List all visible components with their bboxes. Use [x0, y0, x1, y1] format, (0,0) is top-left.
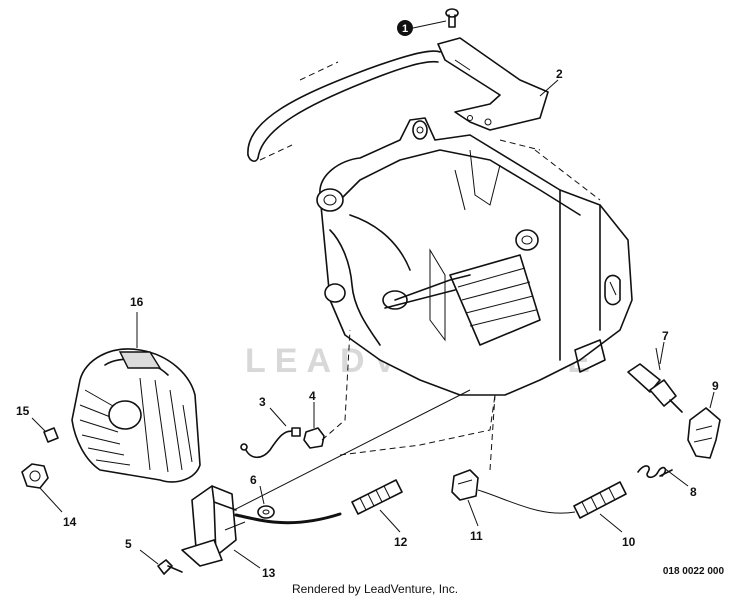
part-6-grommet: 6: [250, 473, 275, 519]
callout-5: 5: [125, 537, 132, 551]
callout-8: 8: [690, 485, 697, 499]
callout-15: 15: [16, 404, 30, 418]
callout-13: 13: [262, 566, 276, 580]
callout-3: 3: [259, 395, 266, 409]
callout-12: 12: [394, 535, 408, 549]
part-16-flywheel: 16: [71, 295, 201, 483]
part-10-sleeve: 10: [573, 481, 636, 549]
part-13-ignition-coil: 13: [181, 485, 342, 580]
part-2-plate: 2: [437, 37, 563, 131]
drawing-code: 018 0022 000: [662, 566, 724, 577]
part-9-plug-boot: 9: [687, 379, 721, 459]
part-15-key: 15: [16, 404, 59, 443]
part-12-sleeve: 12: [351, 479, 408, 549]
part-4-clip: 4: [303, 329, 351, 449]
callout-14: 14: [63, 515, 77, 529]
callout-16: 16: [130, 295, 144, 309]
callout-9: 9: [712, 379, 719, 393]
guide-line-3: [229, 389, 471, 513]
part-5-bolt: 5: [125, 537, 183, 575]
part-7-spark-plug: 7: [627, 329, 683, 413]
callout-11: 11: [470, 529, 483, 543]
footer-rendered-by: Rendered by LeadVenture, Inc.: [291, 582, 459, 596]
callout-6: 6: [250, 473, 257, 487]
callout-4: 4: [309, 389, 316, 403]
guide-line-2: [489, 394, 496, 471]
part-3-ground-wire: 3: [240, 395, 301, 459]
callout-7: 7: [662, 329, 669, 343]
crankcase-housing: [316, 117, 633, 396]
part-11-cap: 11: [451, 469, 576, 543]
guide-line-1: [339, 394, 496, 456]
callout-1-badge: [397, 20, 413, 36]
chain-loop: [247, 50, 441, 162]
callout-1: 1: [402, 23, 408, 35]
part-1-screw: 1: [397, 8, 459, 36]
part-8-spring: 8: [637, 465, 697, 499]
part-14-nut: 14: [21, 463, 77, 529]
callout-2: 2: [556, 67, 563, 81]
callout-10: 10: [622, 535, 636, 549]
